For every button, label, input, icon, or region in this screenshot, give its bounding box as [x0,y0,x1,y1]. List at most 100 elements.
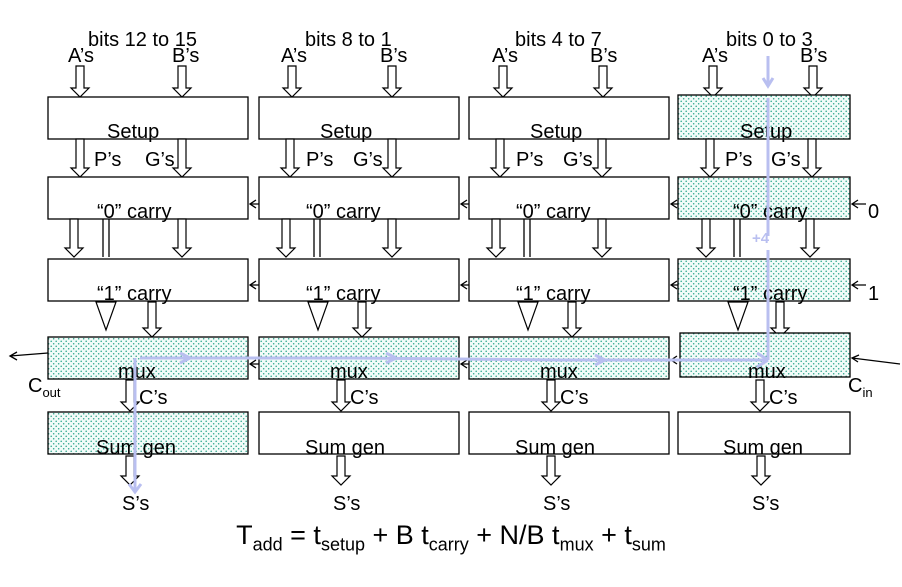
s-label: S’s [333,493,360,515]
b-label: B’s [172,45,199,67]
c-label: C’s [350,387,379,409]
c-arrow [540,379,562,412]
setup-box [47,96,249,140]
a-label: A’s [281,45,307,67]
carry0-box [677,176,851,220]
bits-label: bits 12 to 15 [88,29,197,51]
carry0-label: “0” carry [97,201,171,223]
a-label: A’s [702,45,728,67]
b-label: B’s [590,45,617,67]
p-arrow [699,138,721,178]
select-triangle [95,301,117,332]
cout-label: Cout [28,375,61,400]
s-label: S’s [122,493,149,515]
p-label: P’s [725,149,752,171]
b-input-arrow [381,65,403,98]
carry1-out-arrow [141,301,163,338]
c-label: C’s [139,387,168,409]
mux-chain-arrows [8,351,901,369]
sum-gen-box [258,411,460,455]
mux-box [679,332,851,378]
carry1-box [47,258,249,302]
setup-label: Setup [107,121,159,143]
carry1-box [468,258,670,302]
carry1-out-arrow [351,301,373,338]
carry0-out-arrow [63,218,85,258]
carry0-box [47,176,249,220]
g-arrow [171,138,193,178]
b-input-arrow [171,65,193,98]
mux-label: mux [330,361,368,383]
b-label: B’s [800,45,827,67]
carry0-box [258,176,460,220]
carry0-select-arrow [850,199,866,209]
g-pass-arrow [381,218,403,258]
g-arrow [801,138,823,178]
setup-label: Setup [320,121,372,143]
c-label: C’s [769,387,798,409]
a-label: A’s [492,45,518,67]
carry0-label: “0” carry [733,201,807,223]
a-input-arrow [281,65,303,98]
column-bits-12-15: bits 12 to 15 A’s B’s Setup P’s G’s “0” … [47,29,268,515]
s-label: S’s [543,493,570,515]
sum-gen-box [677,411,851,455]
formula-setup-sub: setup [320,534,365,555]
setup-label: Setup [530,121,582,143]
g-pass-arrow [591,218,613,258]
carry1-select-arrow [850,280,866,290]
carry0-out-arrow [275,218,297,258]
c-label: C’s [560,387,589,409]
carry1-box [258,258,460,302]
setup-label: Setup [740,121,792,143]
carry0-box [468,176,670,220]
carry-in-1-label: 1 [868,283,879,305]
g-arrow [591,138,613,178]
setup-box [677,94,851,140]
adder-diagram-svg: bits 12 to 15 A’s B’s Setup P’s G’s “0” … [8,29,901,515]
p-arrow [489,138,511,178]
a-input-arrow [702,65,724,98]
g-label: G’s [771,149,801,171]
carry0-out-arrow [485,218,507,258]
p-arrow [69,138,91,178]
s-label: S’s [752,493,779,515]
g-arrow [381,138,403,178]
carry0-label: “0” carry [516,201,590,223]
formula-lhs-sub: add [252,534,283,555]
column-bits-0-3: bits 0 to 3 A’s B’s Setup P’s G’s “0” ca… [677,29,879,515]
formula-mux-term: + N/B t [468,520,560,550]
b-label: B’s [380,45,407,67]
select-triangle [517,301,539,332]
select-triangle [307,301,329,332]
formula-lhs: T [236,520,253,550]
bits-label: bits 0 to 3 [726,29,813,51]
a-input-arrow [69,65,91,98]
mux-label: mux [540,361,578,383]
g-label: G’s [353,149,383,171]
g-label: G’s [145,149,175,171]
mux-label: mux [118,361,156,383]
cin-label: Cin [848,375,873,400]
formula-sum-sub: sum [631,534,666,555]
critical-path [127,56,775,495]
carry1-label: “1” carry [97,283,171,305]
g-label: G’s [563,149,593,171]
g-pass-arrow [171,218,193,258]
c-arrow [330,379,352,412]
column-bits-8-11: bits 8 to 1 A’s B’s Setup P’s G’s “0” ca… [258,29,478,515]
mux-label: mux [748,361,786,383]
sum-gen-box [468,411,670,455]
sum-gen-label: Sum gen [305,437,385,459]
s-arrow [540,455,562,486]
carry1-label: “1” carry [306,283,380,305]
a-input-arrow [492,65,514,98]
formula-sum-term: + t [593,520,632,550]
sum-gen-label: Sum gen [515,437,595,459]
setup-box [468,96,670,140]
b-input-arrow [802,65,824,98]
carry-in-0-label: 0 [868,201,879,223]
a-label: A’s [68,45,94,67]
select-triangle [727,301,749,332]
carry1-out-arrow [769,301,791,338]
